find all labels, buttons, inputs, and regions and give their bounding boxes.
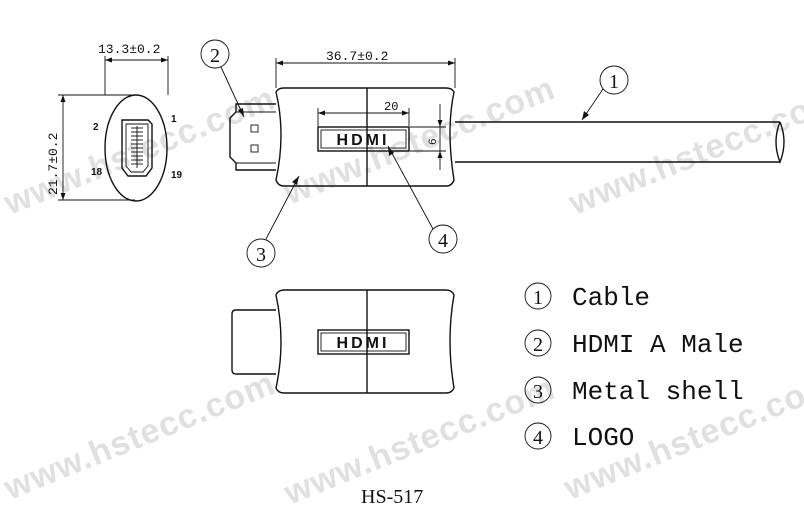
side-view: 36.7±0.2 HDMI 20 6 — [229, 49, 785, 187]
watermark: www.hstecc.com — [563, 79, 804, 223]
watermark: www.hstecc.com — [0, 364, 281, 508]
callout-3-number: 3 — [256, 244, 266, 266]
legend-item: 3 Metal shell — [524, 376, 744, 407]
callout-3: 3 — [246, 175, 300, 268]
dimension-overall-length: 36.7±0.2 — [326, 49, 388, 64]
pin-label-2: 2 — [93, 122, 99, 133]
hdmi-receptacle — [121, 119, 153, 177]
logo-text-top: HDMI — [337, 335, 390, 352]
legend-number: 3 — [533, 381, 543, 403]
pin-label-18: 18 — [91, 167, 103, 178]
dimension-logo-height: 6 — [428, 138, 440, 145]
pin-label-19: 19 — [171, 170, 183, 181]
legend-number: 4 — [533, 427, 543, 449]
dimension-end-width: 13.3±0.2 — [98, 42, 160, 57]
metal-shell-top — [275, 289, 455, 394]
hdmi-plug-tip — [229, 103, 276, 171]
legend-label: Cable — [572, 283, 650, 313]
plug-top — [231, 309, 276, 375]
callout-4: 4 — [387, 145, 458, 254]
logo-plate-top — [317, 329, 410, 355]
legend-item: 1 Cable — [524, 282, 650, 313]
legend-item: 4 LOGO — [524, 422, 634, 453]
legend-label: LOGO — [572, 423, 634, 453]
dimension-end-height: 21.7±0.2 — [46, 133, 61, 195]
pin-label-1: 1 — [171, 114, 177, 125]
legend-number: 2 — [533, 334, 543, 356]
dimension-logo-width: 20 — [384, 100, 398, 114]
legend-label: HDMI A Male — [572, 330, 744, 360]
cable — [455, 121, 780, 163]
callout-2: 2 — [200, 39, 245, 118]
logo-text: HDMI — [337, 132, 390, 149]
top-view: HDMI — [231, 289, 455, 394]
metal-shell — [275, 87, 455, 187]
callout-1-number: 1 — [609, 71, 619, 93]
watermark-layer: www.hstecc.com www.hstecc.com www.hstecc… — [0, 69, 804, 513]
logo-plate — [317, 126, 410, 152]
callout-4-number: 4 — [438, 230, 448, 252]
connector-end-oval — [104, 94, 168, 202]
callout-2-number: 2 — [210, 45, 220, 67]
watermark: www.hstecc.com — [278, 69, 561, 213]
pin-contacts — [131, 126, 143, 168]
legend-item: 2 HDMI A Male — [524, 329, 744, 360]
end-view: 13.3±0.2 21.7±0.2 2 1 18 19 — [46, 42, 183, 202]
legend-label: Metal shell — [572, 377, 744, 407]
legend: 1 Cable 2 HDMI A Male 3 Metal shell 4 LO… — [524, 282, 744, 453]
callout-1: 1 — [581, 65, 629, 121]
legend-number: 1 — [533, 287, 543, 309]
model-label: HS-517 — [361, 486, 423, 508]
